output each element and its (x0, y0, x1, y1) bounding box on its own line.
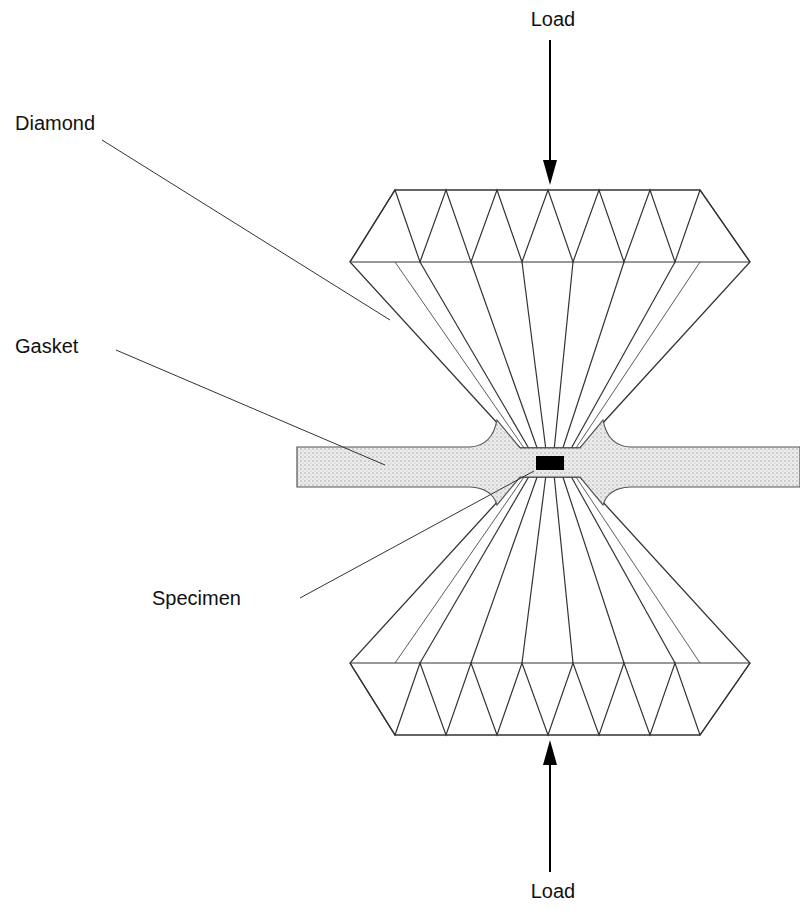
upper-diamond (350, 190, 750, 448)
leader-line (102, 140, 390, 320)
specimen-block (536, 456, 564, 470)
load-arrow-shaft (549, 762, 551, 872)
lower-diamond (350, 477, 750, 735)
part-label: Specimen (152, 587, 241, 610)
gasket-plate (297, 420, 800, 505)
part-label: Gasket (15, 335, 78, 358)
leader-line (300, 471, 534, 598)
part-label: Diamond (15, 112, 95, 135)
load-label: Load (531, 880, 576, 903)
leader-line (116, 350, 385, 465)
load-arrow-head (543, 740, 557, 765)
load-label: Load (531, 8, 576, 31)
load-arrow-shaft (549, 40, 551, 162)
load-arrow-head (543, 160, 557, 185)
